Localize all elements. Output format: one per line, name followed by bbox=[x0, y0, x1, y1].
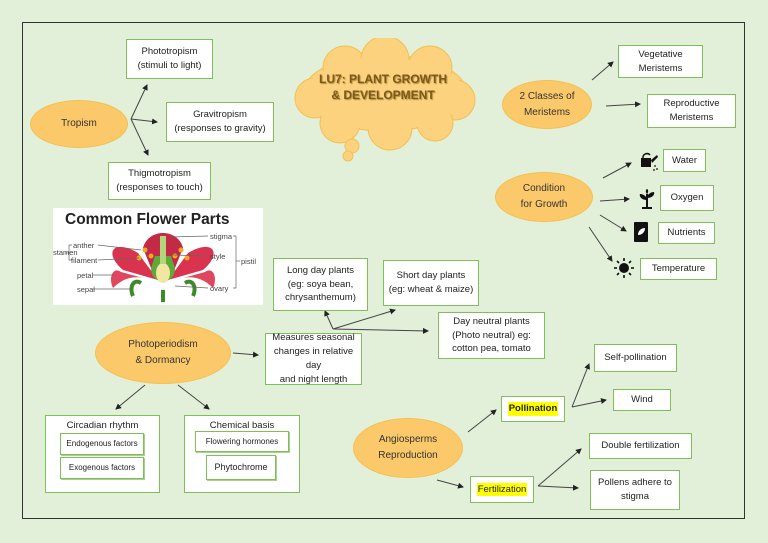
arrow-growth-oxygen bbox=[599, 196, 630, 203]
wind-box[interactable]: Wind bbox=[613, 389, 671, 411]
diagram-frame bbox=[22, 22, 745, 519]
label-petal: petal bbox=[77, 271, 94, 280]
circadian-rhythm-title: Circadian rhythm bbox=[66, 420, 139, 431]
arrow-tropism-thigmo bbox=[130, 118, 149, 156]
circadian-rhythm-container[interactable]: Circadian rhythm Endogenous factors Exog… bbox=[45, 415, 160, 493]
vegetative-meristems-box[interactable]: Vegetative Meristems bbox=[618, 45, 703, 78]
chemical-basis-container[interactable]: Chemical basis Flowering hormones Phytoc… bbox=[184, 415, 300, 493]
title-text: LU7: PLANT GROWTH & DEVELOPMENT bbox=[318, 71, 448, 103]
short-day-plants-box[interactable]: Short day plants (eg: wheat & maize) bbox=[383, 260, 479, 306]
label-stigma: stigma bbox=[210, 232, 233, 241]
fertilization-label: Fertilization bbox=[476, 482, 528, 497]
flowering-hormones-box[interactable]: Flowering hormones bbox=[195, 431, 289, 452]
arrow-photo-chemical bbox=[177, 384, 210, 410]
label-ovary: ovary bbox=[210, 284, 229, 293]
title-line-2: & DEVELOPMENT bbox=[331, 88, 435, 103]
arrow-meristem-veg bbox=[591, 61, 614, 81]
pollens-adhere-box[interactable]: Pollens adhere to stigma bbox=[590, 470, 680, 510]
nutrients-box[interactable]: Nutrients bbox=[658, 222, 715, 244]
photoperiodism-node[interactable]: Photoperiodism & Dormancy bbox=[95, 322, 231, 384]
self-pollination-box[interactable]: Self-pollination bbox=[594, 344, 677, 372]
phototropism-box[interactable]: Phototropism (stimuli to light) bbox=[126, 39, 213, 79]
temperature-box[interactable]: Temperature bbox=[640, 258, 717, 280]
label-stamen: stamen bbox=[53, 248, 78, 257]
chemical-basis-title: Chemical basis bbox=[209, 420, 275, 431]
angiosperms-node[interactable]: Angiosperms Reproduction bbox=[353, 418, 463, 478]
gravitropism-box[interactable]: Gravitropism (responses to gravity) bbox=[166, 102, 274, 142]
arrow-tropism-photo bbox=[130, 84, 148, 120]
arrow-photo-measures bbox=[232, 351, 259, 358]
sun-icon bbox=[614, 258, 634, 278]
arrow-fert-pollens bbox=[537, 484, 579, 491]
flower-parts-illustration: Common Flower Parts stamen anther filame… bbox=[53, 208, 263, 305]
watering-can-icon bbox=[641, 152, 658, 171]
plant-sprout-icon bbox=[639, 189, 655, 209]
arrow-growth-nutrients bbox=[599, 214, 627, 232]
flower-drawing bbox=[65, 233, 240, 302]
arrow-angio-fertilization bbox=[436, 479, 464, 489]
label-anther: anther bbox=[73, 241, 95, 250]
arrow-measures-short bbox=[332, 308, 396, 330]
arrow-pollination-self bbox=[571, 363, 590, 408]
arrow-growth-temp bbox=[588, 226, 613, 262]
label-filament: filament bbox=[71, 256, 98, 265]
title-line-1: LU7: PLANT GROWTH bbox=[319, 72, 447, 86]
arrow-photo-circadian bbox=[115, 384, 146, 410]
meristems-node[interactable]: 2 Classes of Meristems bbox=[502, 80, 592, 129]
measures-box[interactable]: Measures seasonal changes in relative da… bbox=[265, 332, 362, 385]
day-neutral-plants-box[interactable]: Day neutral plants (Photo neutral) eg: c… bbox=[438, 312, 545, 359]
endogenous-factors-box[interactable]: Endogenous factors bbox=[60, 433, 144, 455]
double-fertilization-box[interactable]: Double fertilization bbox=[589, 433, 692, 459]
arrow-angio-pollination bbox=[467, 409, 497, 433]
arrow-tropism-gravi bbox=[130, 118, 158, 125]
pollination-label: Pollination bbox=[507, 402, 559, 416]
thigmotropism-box[interactable]: Thigmotropism (responses to touch) bbox=[108, 162, 211, 200]
fertilization-box[interactable]: Fertilization bbox=[470, 476, 534, 503]
pollination-box[interactable]: Pollination bbox=[501, 396, 565, 422]
arrow-measures-long bbox=[324, 310, 334, 330]
reproductive-meristems-box[interactable]: Reproductive Meristems bbox=[647, 94, 736, 128]
arrow-fert-double bbox=[537, 448, 582, 487]
title-cloud bbox=[294, 38, 476, 162]
fertilizer-bag-icon bbox=[634, 222, 648, 242]
long-day-plants-box[interactable]: Long day plants (eg: soya bean, chrysant… bbox=[273, 258, 368, 311]
growth-node[interactable]: Condition for Growth bbox=[495, 172, 593, 222]
label-style: style bbox=[210, 252, 226, 261]
arrow-measures-neutral bbox=[332, 327, 429, 334]
water-box[interactable]: Water bbox=[663, 149, 706, 172]
label-pistil: pistil bbox=[241, 257, 257, 266]
tropism-node[interactable]: Tropism bbox=[30, 100, 128, 148]
oxygen-box[interactable]: Oxygen bbox=[660, 185, 714, 211]
arrow-pollination-wind bbox=[571, 398, 607, 408]
exogenous-factors-box[interactable]: Exogenous factors bbox=[60, 457, 144, 479]
arrow-growth-water bbox=[602, 162, 632, 179]
phytochrome-box[interactable]: Phytochrome bbox=[206, 455, 276, 480]
arrow-meristem-repro bbox=[605, 101, 641, 108]
label-sepal: sepal bbox=[77, 285, 95, 294]
flower-title: Common Flower Parts bbox=[65, 211, 230, 228]
